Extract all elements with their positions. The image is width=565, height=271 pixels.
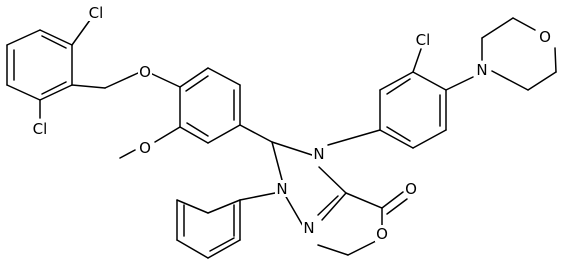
svg-text:O: O [139,139,151,157]
atom-n2: N [302,219,316,237]
svg-text:N: N [303,219,314,237]
atom-n-morpholine: N [475,61,489,79]
svg-text:O: O [139,63,151,81]
svg-text:N: N [313,145,324,163]
atom-o-ether: O [138,63,152,81]
atom-cl-right: Cl [412,31,434,49]
atom-o-morpholine: O [538,28,552,46]
atom-n1: N [275,180,289,198]
svg-text:O: O [539,28,551,46]
svg-text:Cl: Cl [89,4,104,22]
svg-text:Cl: Cl [33,120,48,138]
atom-o-carbonyl: O [404,180,418,198]
svg-text:O: O [405,180,417,198]
atom-cl-top-left: Cl [85,4,107,22]
atom-n4: N [312,145,326,163]
atom-cl-bottom-left: Cl [29,120,51,138]
bonds [6,17,557,259]
svg-text:N: N [476,61,487,79]
atom-o-ester: O [375,225,389,243]
svg-text:N: N [276,180,287,198]
svg-text:Cl: Cl [416,31,431,49]
svg-text:O: O [376,225,388,243]
atom-o-methoxy: O [138,139,152,157]
atom-labels: Cl Cl O O Cl N O N [29,4,552,243]
